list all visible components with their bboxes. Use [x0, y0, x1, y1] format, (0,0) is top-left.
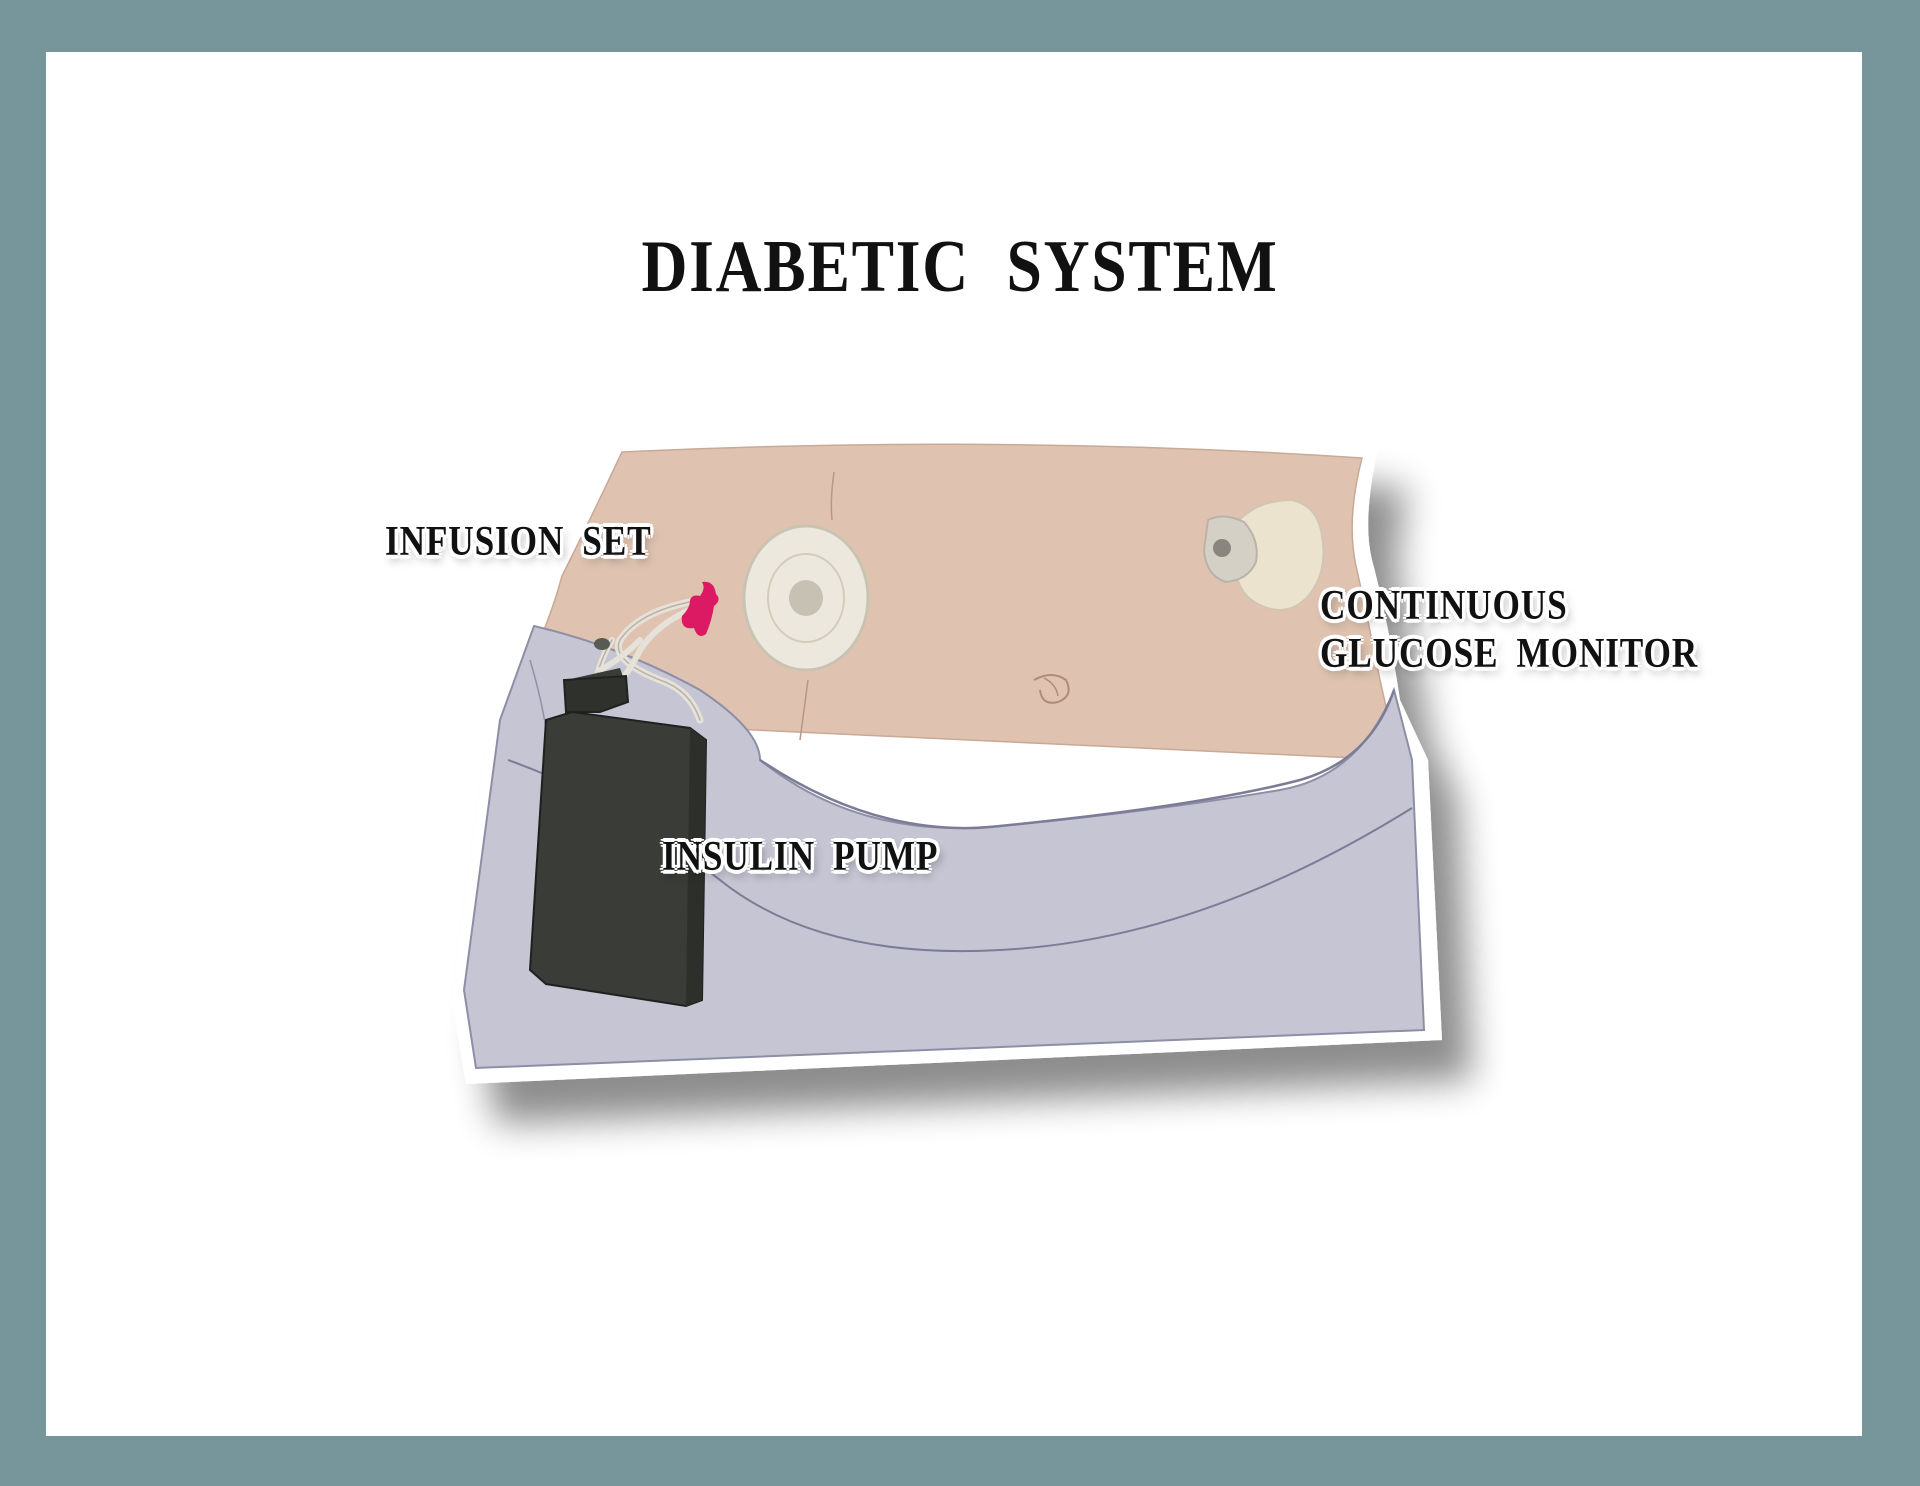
insulin-pump — [528, 668, 708, 1008]
label-cgm-line2: GLUCOSE MONITOR — [1320, 631, 1699, 677]
navel — [1033, 674, 1070, 704]
navel-detail — [1043, 677, 1059, 697]
midline-lower — [799, 679, 809, 741]
infusion-set-patch — [742, 524, 870, 672]
torso-skin — [539, 443, 1399, 761]
diagram-title: DIABETIC SYSTEM — [641, 226, 1279, 308]
pants-top-line — [759, 689, 1396, 830]
tube-clip — [594, 638, 610, 650]
cgm-sensor — [1202, 498, 1325, 611]
label-insulin-pump: INSULIN PUMP — [662, 834, 939, 880]
label-continuous-glucose-monitor: CONTINUOUS GLUCOSE MONITOR — [1320, 582, 1698, 678]
label-infusion-set: INFUSION SET — [385, 519, 652, 565]
midline — [830, 471, 835, 521]
infusion-connector — [681, 581, 719, 636]
label-cgm-line1: CONTINUOUS — [1320, 583, 1568, 629]
